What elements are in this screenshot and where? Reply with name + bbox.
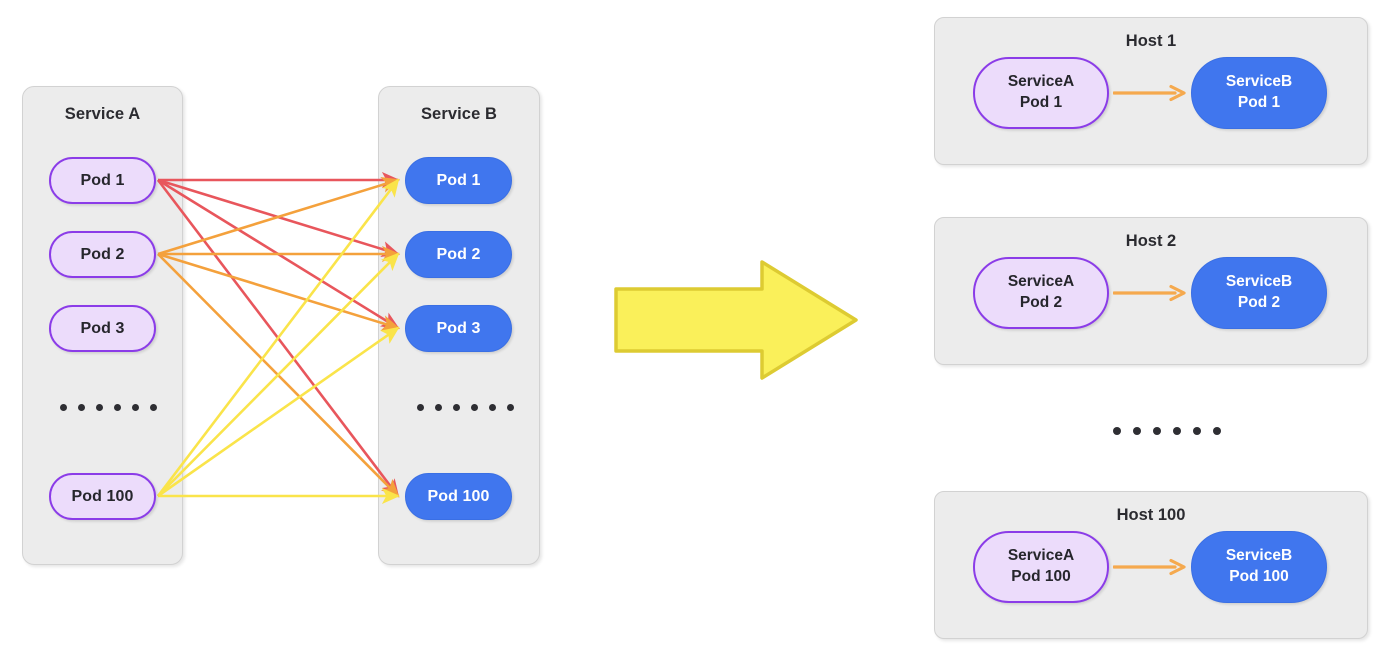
- thick-right-arrow-icon: [614, 260, 858, 380]
- hosts-ellipsis: [1113, 427, 1221, 435]
- host-1-pod-a-line1: ServiceA: [1007, 73, 1075, 91]
- host-100-traffic-arrow-icon: [1113, 558, 1186, 576]
- pod-service-b-1[interactable]: Pod 1: [405, 157, 512, 204]
- service-a-title: Service A: [64, 105, 141, 123]
- host-100-title: Host 100: [1116, 506, 1186, 524]
- host-100-pod-service-b[interactable]: ServiceB Pod 100: [1191, 531, 1327, 603]
- host-1-pod-service-b[interactable]: ServiceB Pod 1: [1191, 57, 1327, 129]
- pod-service-a-3[interactable]: Pod 3: [49, 305, 156, 352]
- host-panel-1: Host 1 ServiceA Pod 1 ServiceB Pod 1: [934, 17, 1368, 165]
- host-100-pod-service-a[interactable]: ServiceA Pod 100: [973, 531, 1109, 603]
- pod-service-a-100[interactable]: Pod 100: [49, 473, 156, 520]
- host-1-traffic-arrow-icon: [1113, 84, 1186, 102]
- pod-service-b-100[interactable]: Pod 100: [405, 473, 512, 520]
- host-2-traffic-arrow-icon: [1113, 284, 1186, 302]
- host-2-pod-service-a[interactable]: ServiceA Pod 2: [973, 257, 1109, 329]
- pod-service-b-2[interactable]: Pod 2: [405, 231, 512, 278]
- host-2-pod-service-b[interactable]: ServiceB Pod 2: [1191, 257, 1327, 329]
- host-2-pod-a-line1: ServiceA: [1007, 273, 1075, 291]
- host-1-pod-b-line1: ServiceB: [1225, 73, 1293, 91]
- host-100-pod-b-line1: ServiceB: [1225, 547, 1293, 565]
- host-1-pod-a-line2: Pod 1: [1019, 94, 1063, 111]
- host-1-pod-service-a[interactable]: ServiceA Pod 1: [973, 57, 1109, 129]
- pod-service-a-2[interactable]: Pod 2: [49, 231, 156, 278]
- host-panel-100: Host 100 ServiceA Pod 100 ServiceB Pod 1…: [934, 491, 1368, 639]
- host-2-title: Host 2: [1125, 232, 1177, 250]
- host-1-title: Host 1: [1125, 32, 1177, 50]
- service-b-ellipsis: [417, 404, 514, 411]
- service-a-ellipsis: [60, 404, 157, 411]
- pod-service-b-3[interactable]: Pod 3: [405, 305, 512, 352]
- host-1-pod-b-line2: Pod 1: [1237, 94, 1281, 111]
- host-100-pod-b-line2: Pod 100: [1229, 568, 1289, 585]
- host-2-pod-a-line2: Pod 2: [1019, 294, 1063, 311]
- host-100-pod-a-line1: ServiceA: [1007, 547, 1075, 565]
- host-2-pod-b-line1: ServiceB: [1225, 273, 1293, 291]
- host-panel-2: Host 2 ServiceA Pod 2 ServiceB Pod 2: [934, 217, 1368, 365]
- host-2-pod-b-line2: Pod 2: [1237, 294, 1281, 311]
- pod-service-a-1[interactable]: Pod 1: [49, 157, 156, 204]
- service-b-title: Service B: [420, 105, 498, 123]
- host-100-pod-a-line2: Pod 100: [1011, 568, 1071, 585]
